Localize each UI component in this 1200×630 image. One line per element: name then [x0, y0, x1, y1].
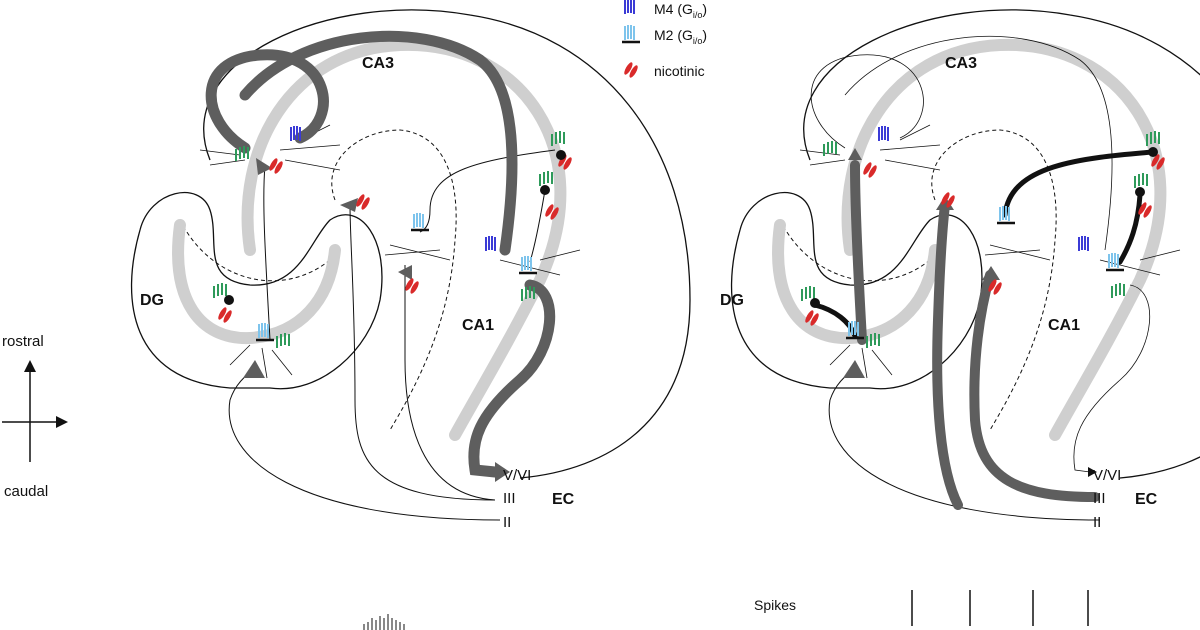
arrowhead-dg: [843, 360, 865, 378]
ta-fiber: [404, 265, 496, 501]
mossy-fiber-path: [850, 160, 867, 345]
label-dg: DG: [140, 292, 164, 309]
temporoammonic-path: [969, 270, 1100, 502]
label-dg: DG: [720, 292, 744, 309]
interneuron-soma: [540, 185, 550, 195]
dg-outline: [130, 191, 383, 390]
layer-iii: III: [503, 490, 516, 507]
legend-nicotinic-icon: [622, 61, 640, 79]
label-ec: EC: [1135, 491, 1158, 508]
perforant-path-ii: [828, 369, 1101, 521]
hilus-dashed: [779, 219, 931, 282]
interneuron-soma: [556, 150, 566, 160]
m1-receptor: [1111, 282, 1125, 299]
ca1-output-thin: [1073, 284, 1151, 473]
arrowhead-ca3: [256, 158, 272, 175]
ca3-recurrent-thin: [810, 54, 924, 149]
label-ca1: CA1: [462, 317, 494, 334]
spike-burst: [363, 614, 405, 630]
hippocampus-outline: [203, 9, 691, 479]
m4-receptor: [878, 125, 889, 142]
arrowhead-ca3-b: [340, 198, 358, 212]
label-ca3: CA3: [362, 55, 394, 72]
arrowhead-ca1: [982, 266, 1000, 280]
dendrites: [799, 124, 1181, 379]
hilus-dashed: [179, 219, 331, 282]
interneuron-soma: [1148, 147, 1158, 157]
label-ca3: CA3: [945, 55, 977, 72]
schaffer-thin: [844, 35, 1113, 251]
legend-m2-icon: [620, 23, 642, 44]
schaffer-collateral-path: [239, 30, 518, 256]
label-caudal: caudal: [4, 483, 48, 500]
ca1-output-arrowhead: [1088, 467, 1097, 477]
legend-m2-label: M2 (Gi/o): [654, 27, 707, 46]
legend-nicotinic-label: nicotinic: [654, 63, 705, 79]
arrow-right-icon: [56, 416, 68, 428]
ca3-recurrent-path: [205, 49, 329, 154]
interneuron-axon-bold-3: [812, 302, 858, 339]
layer-ii: II: [503, 514, 511, 531]
arrowhead-dg: [243, 360, 265, 378]
nicotinic-receptor: [354, 193, 372, 211]
m1-receptor: [539, 170, 553, 187]
arrowhead-ca3: [848, 148, 862, 160]
interneuron-axon-bold: [1002, 149, 1156, 218]
m4-receptor: [1078, 235, 1089, 252]
label-spikes: Spikes: [754, 597, 796, 613]
m4-receptor: [485, 235, 496, 252]
ca-pyramidal-layer: [241, 38, 567, 441]
label-ca1: CA1: [1048, 317, 1080, 334]
left-panel: CA3 CA1 DG EC V/VI III II: [130, 9, 691, 531]
legend-m4-label: M4 (Gi/o): [654, 1, 707, 20]
ca3-dashed: [331, 129, 457, 431]
perforant-path-iii: [932, 200, 963, 510]
layer-vvi: V/VI: [1093, 467, 1121, 484]
hippocampus-outline: [803, 9, 1200, 479]
m1-receptor: [1134, 172, 1148, 189]
m1-receptor: [801, 285, 815, 302]
layer-ii: II: [1093, 514, 1101, 531]
interneuron-axon: [419, 149, 556, 233]
interneuron-soma: [810, 298, 820, 308]
layer-iii: III: [1093, 490, 1106, 507]
legend: M4 (Gi/o) M2 (Gi/o) nicotinic: [620, 0, 707, 79]
ca1-output-path: [468, 279, 556, 478]
label-rostral: rostral: [2, 333, 44, 350]
interneuron-axon-bold-2: [1117, 192, 1143, 265]
legend-m4-icon: [624, 0, 635, 15]
layer-vvi: V/VI: [503, 467, 531, 484]
interneuron-soma: [1135, 187, 1145, 197]
dg-granule-layer: [172, 219, 341, 345]
arrowhead-ca1: [398, 265, 412, 280]
interneuron-axon-2: [529, 189, 546, 263]
right-panel: CA3 CA1 DG EC V/VI III II: [720, 9, 1200, 531]
perforant-path-ii: [228, 369, 501, 521]
nicotinic-receptor: [267, 157, 285, 175]
nicotinic-receptor: [216, 306, 234, 324]
nicotinic-receptor: [403, 277, 421, 295]
nicotinic-receptor: [861, 161, 879, 179]
spike-raster: Spikes: [754, 590, 1089, 626]
ca-pyramidal-layer: [841, 38, 1167, 441]
m2-receptor: [995, 204, 1017, 225]
mossy-fiber-thin: [263, 164, 271, 341]
m2-receptor: [517, 254, 539, 275]
label-ec: EC: [552, 491, 575, 508]
interneuron-soma: [224, 295, 234, 305]
ca1-output-arrowhead: [495, 462, 510, 482]
m1-receptor: [213, 282, 227, 299]
perforant-path-iii: [349, 204, 496, 501]
arrow-up-icon: [24, 360, 36, 372]
orientation-compass: rostral caudal: [2, 333, 68, 500]
